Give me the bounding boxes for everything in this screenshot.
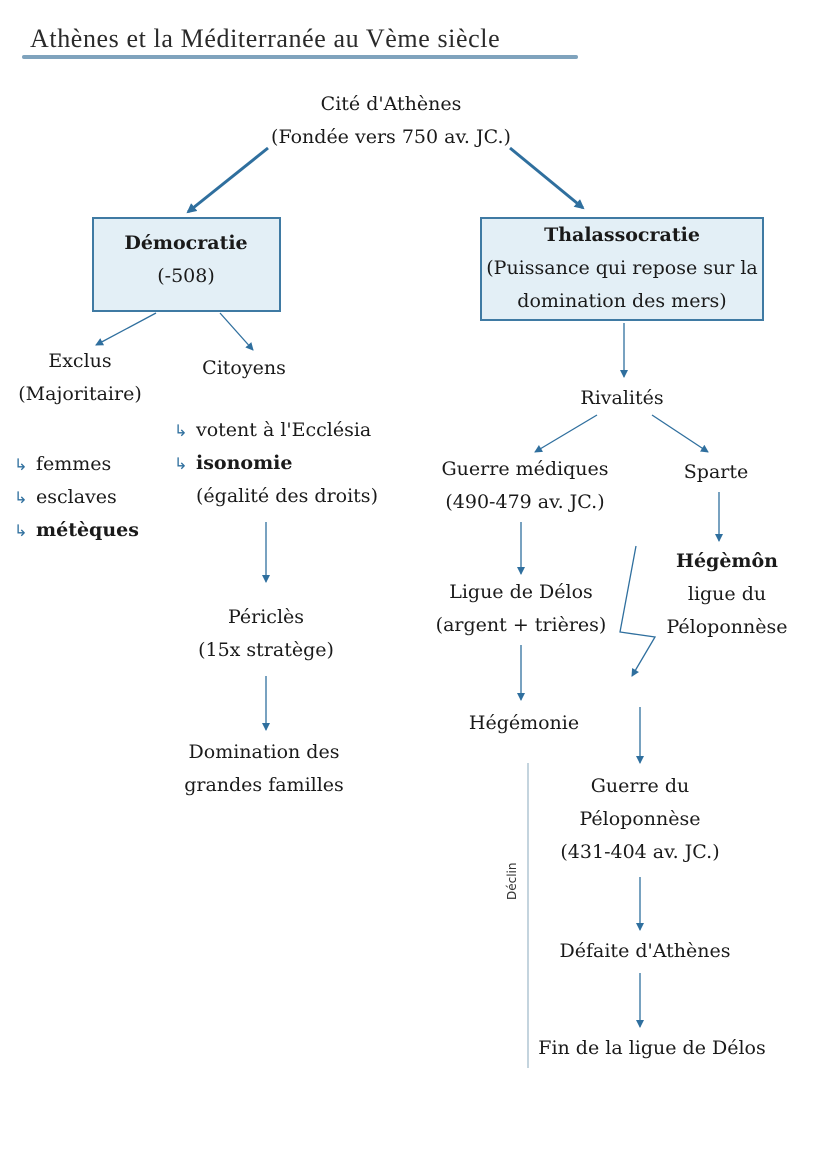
democratie-date: (-508) (157, 265, 215, 287)
pericles-node: Périclès (15x stratège) (198, 601, 334, 667)
fin-node: Fin de la ligue de Délos (538, 1037, 766, 1059)
defaite-node: Défaite d'Athènes (559, 940, 731, 962)
list-item: ↳esclaves (14, 481, 139, 514)
guerre-peloponnese-node: Guerre du Péloponnèse (431-404 av. JC.) (560, 770, 719, 869)
democratie-box (92, 217, 281, 312)
hegemon-node: Hégèmôn ligue du Péloponnèse (666, 545, 787, 644)
exclus-line1: Exclus (48, 350, 112, 372)
list-item: ↳isonomie (174, 447, 378, 480)
root-line2: (Fondée vers 750 av. JC.) (271, 126, 511, 148)
guerre-mediques-line2: (490-479 av. JC.) (445, 491, 605, 513)
hook-arrow-icon: ↳ (174, 454, 188, 473)
domination-line2: grandes familles (184, 774, 344, 796)
rivalites-node: Rivalités (580, 387, 664, 409)
list-item: ↳votent à l'Ecclésia (174, 414, 378, 447)
thalassocratie-title: Thalassocratie (544, 224, 700, 246)
ligue-delos-line2: (argent + trières) (435, 614, 607, 636)
arrow-democratie-exclus (95, 312, 157, 346)
hook-arrow-icon: ↳ (14, 455, 28, 474)
thalassocratie-line2: (Puissance qui repose sur la (486, 257, 758, 279)
citoyens-label: Citoyens (202, 357, 286, 379)
guerre-peloponnese-line3: (431-404 av. JC.) (560, 841, 720, 863)
arrow-rivalites-sparte (651, 414, 709, 453)
arrow-democratie-citoyens (219, 312, 254, 351)
pericles-line1: Périclès (227, 606, 305, 628)
domination-node: Domination des grandes familles (184, 736, 344, 802)
guerre-mediques-node: Guerre médiques (490-479 av. JC.) (441, 453, 608, 519)
root-line1: Cité d'Athènes (320, 93, 462, 115)
guerre-mediques-line1: Guerre médiques (441, 458, 609, 480)
democratie-title: Démocratie (124, 232, 248, 254)
ligue-delos-node: Ligue de Délos (argent + trières) (436, 576, 607, 642)
hook-arrow-icon: ↳ (174, 421, 188, 440)
pericles-line2: (15x stratège) (198, 639, 334, 661)
list-item: ↳femmes (14, 448, 139, 481)
domination-line1: Domination des (188, 741, 340, 763)
hegemon-line3: Péloponnèse (666, 616, 788, 638)
conflict-lightning-arrow (619, 545, 657, 677)
sparte-node: Sparte (683, 461, 749, 483)
ligue-delos-line1: Ligue de Délos (449, 581, 593, 603)
list-item: ↳métèques (14, 514, 139, 547)
thalassocratie-box (480, 217, 764, 321)
citoyens-list: ↳votent à l'Ecclésia ↳isonomie ↳(égalité… (174, 414, 378, 513)
guerre-peloponnese-line2: Péloponnèse (579, 808, 701, 830)
hook-arrow-icon: ↳ (14, 488, 28, 507)
democratie-node: Démocratie (-508) (124, 227, 247, 293)
thalassocratie-node: Thalassocratie (Puissance qui repose sur… (486, 219, 758, 318)
list-item: ↳(égalité des droits) (196, 485, 378, 507)
hegemonie-node: Hégémonie (468, 712, 580, 734)
root-node: Cité d'Athènes (Fondée vers 750 av. JC.) (271, 88, 511, 154)
thalassocratie-line3: domination des mers) (517, 290, 727, 312)
arrow-root-democratie (186, 146, 269, 214)
hegemon-line2: ligue du (687, 583, 767, 605)
arrow-root-thalassocratie (509, 146, 585, 210)
page-title: Athènes et la Méditerranée au Vème siècl… (30, 24, 501, 53)
exclus-line2: (Majoritaire) (18, 383, 142, 405)
hegemon-line1: Hégèmôn (675, 550, 779, 572)
guerre-peloponnese-line1: Guerre du (590, 775, 690, 797)
exclus-node: Exclus (Majoritaire) (18, 345, 141, 411)
exclus-list: ↳femmes ↳esclaves ↳métèques (14, 448, 139, 547)
arrow-rivalites-guerre-mediques (534, 414, 598, 453)
hook-arrow-icon: ↳ (14, 521, 28, 540)
title-underline (22, 55, 578, 59)
